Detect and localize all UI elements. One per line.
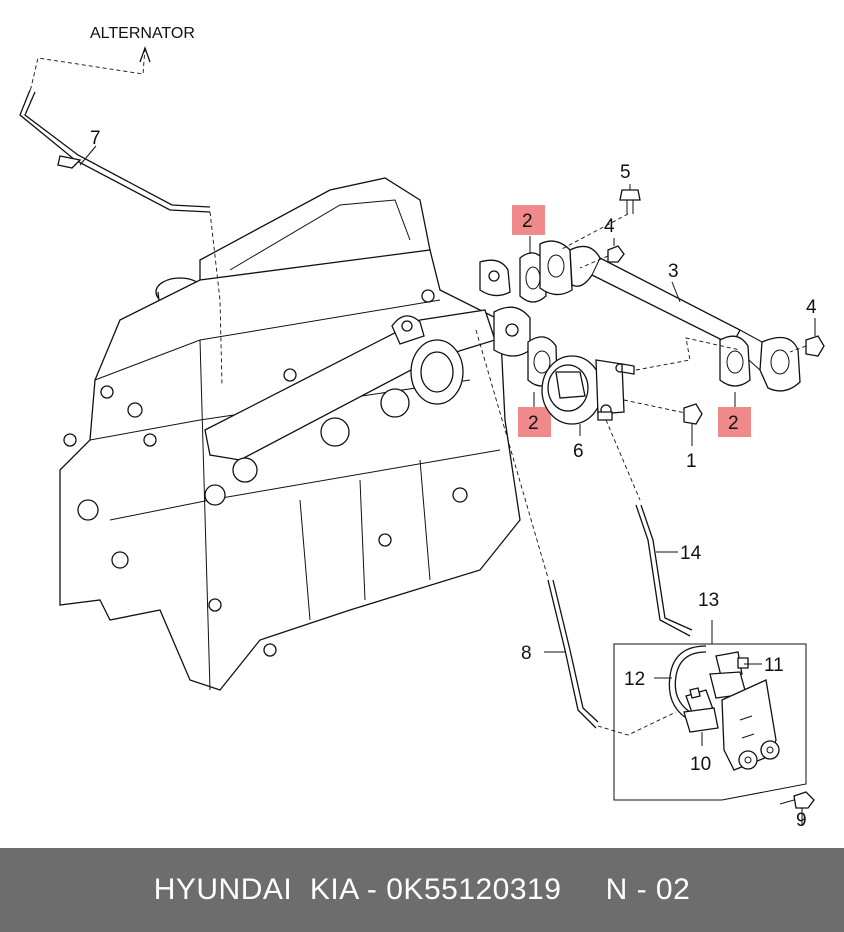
callout-11: 11 bbox=[764, 655, 784, 676]
callout-8: 8 bbox=[521, 643, 532, 664]
nut-1 bbox=[683, 403, 703, 425]
nut-4-upper-axis bbox=[579, 255, 609, 269]
hose-12-outer bbox=[668, 645, 707, 719]
callout-14: 14 bbox=[680, 543, 702, 564]
alternator-arrow bbox=[139, 46, 151, 63]
callout-2-right: 2 bbox=[728, 413, 739, 434]
callout-13: 13 bbox=[698, 590, 719, 611]
callout-6: 6 bbox=[573, 441, 584, 462]
callout-12: 12 bbox=[624, 669, 645, 690]
alternator-lead-line bbox=[29, 47, 146, 93]
bolt-9 bbox=[779, 791, 815, 809]
nut-4-right bbox=[805, 335, 825, 357]
engine-block bbox=[59, 177, 531, 691]
hose-14 bbox=[635, 504, 693, 637]
gasket-2-right bbox=[719, 335, 751, 387]
callout-5: 5 bbox=[620, 162, 631, 183]
nut-4-right-axis bbox=[789, 345, 807, 353]
bolt-5-axis bbox=[559, 213, 629, 251]
callout-4-right: 4 bbox=[806, 297, 817, 318]
bolt-5 bbox=[619, 189, 641, 214]
alternator-label: ALTERNATOR bbox=[90, 25, 195, 42]
callout-4-upper: 4 bbox=[604, 216, 615, 237]
callout-1: 1 bbox=[686, 451, 697, 472]
hose-12 bbox=[674, 651, 707, 713]
highlight-2-lower bbox=[518, 407, 551, 437]
leader-7 bbox=[79, 145, 97, 166]
callout-2-lower: 2 bbox=[528, 413, 539, 434]
hose-7 bbox=[19, 89, 211, 213]
egr-valve-6 bbox=[541, 355, 635, 425]
leader-3 bbox=[671, 281, 681, 303]
callout-9: 9 bbox=[796, 810, 807, 831]
nut-4-upper bbox=[607, 245, 625, 263]
solenoid-assembly-box bbox=[613, 643, 807, 801]
hose-7-route bbox=[209, 211, 223, 386]
solenoid-bracket bbox=[721, 679, 780, 771]
highlight-2-right bbox=[718, 407, 751, 437]
callout-10: 10 bbox=[690, 754, 711, 775]
solenoid-10 bbox=[683, 687, 719, 733]
highlight-2-upper bbox=[512, 205, 545, 235]
callout-3: 3 bbox=[668, 261, 679, 282]
solenoid-11 bbox=[709, 651, 749, 699]
exploded-parts-diagram: ALTERNATOR 7 bbox=[19, 25, 825, 831]
mount-axis-upper bbox=[635, 337, 741, 371]
footer-bar: HYUNDAI KIA - 0K55120319 N - 02 bbox=[0, 848, 844, 932]
callout-7: 7 bbox=[90, 128, 101, 149]
hose-8 bbox=[547, 579, 599, 729]
hose-14-route bbox=[605, 419, 641, 501]
mount-axis-lower bbox=[623, 399, 691, 415]
hose-8-route bbox=[475, 329, 549, 579]
hose-8-joint bbox=[597, 711, 677, 736]
footer-part-number: HYUNDAI KIA - 0K55120319 N - 02 bbox=[153, 873, 691, 906]
callout-2-upper: 2 bbox=[522, 211, 533, 232]
